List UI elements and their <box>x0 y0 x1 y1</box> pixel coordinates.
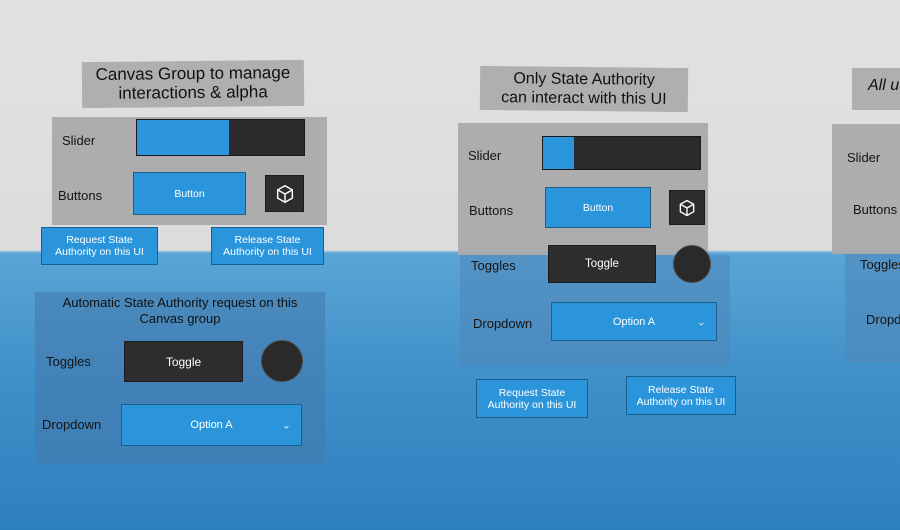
left-cube-button[interactable] <box>265 175 304 212</box>
left-toggle-label: Toggle <box>165 354 202 369</box>
middle-title-line2: can interact with this UI <box>501 89 667 108</box>
right-title: All u <box>852 68 900 110</box>
left-request-authority-button[interactable]: Request State Authority on this UI <box>41 227 158 265</box>
left-dropdown-value: Option A <box>190 419 233 431</box>
right-title-partial: All u <box>868 77 900 94</box>
left-release-authority-button[interactable]: Release State Authority on this UI <box>211 227 324 265</box>
middle-release-authority-button[interactable]: Release State Authority on this UI <box>626 376 736 415</box>
left-auto-title: Automatic State Authority request on thi… <box>40 295 320 327</box>
left-dropdown[interactable]: Option A ⌄ <box>121 404 302 446</box>
middle-toggle-label: Toggle <box>585 258 619 270</box>
middle-toggles-label: Toggles <box>471 258 516 273</box>
left-button[interactable]: Button <box>133 172 246 215</box>
middle-release-line1: Release State <box>648 383 714 396</box>
left-title-line2: interactions & alpha <box>118 82 268 103</box>
left-dropdown-label: Dropdown <box>42 417 102 432</box>
right-toggles-label: Toggles <box>860 257 900 272</box>
left-title: Canvas Group to manage interactions & al… <box>81 59 305 109</box>
cube-icon <box>679 199 695 216</box>
left-buttons-label: Buttons <box>58 188 103 203</box>
cube-icon <box>276 184 293 203</box>
middle-cube-button[interactable] <box>669 190 705 225</box>
middle-button[interactable]: Button <box>545 187 651 228</box>
right-lower-panel <box>845 254 900 362</box>
middle-slider[interactable] <box>542 136 701 170</box>
middle-toggle[interactable]: Toggle <box>548 245 656 283</box>
right-dropdown-label: Dropd <box>866 312 900 327</box>
right-slider-label: Slider <box>847 150 881 165</box>
middle-title-line1: Only State Authority <box>513 70 655 89</box>
middle-button-label: Button <box>582 201 614 214</box>
right-buttons-label: Buttons <box>853 202 898 217</box>
left-slider[interactable] <box>136 119 305 156</box>
left-slider-label: Slider <box>62 133 96 148</box>
middle-request-line2: Authority on this UI <box>487 398 577 411</box>
left-release-line2: Authority on this UI <box>223 246 312 258</box>
left-auto-title-line1: Automatic State Authority request on thi… <box>62 295 298 310</box>
right-main-panel <box>832 124 900 254</box>
middle-slider-label: Slider <box>468 148 502 163</box>
left-toggle-knob[interactable] <box>261 340 303 382</box>
middle-toggle-knob[interactable] <box>673 245 711 283</box>
left-title-line1: Canvas Group to manage <box>95 62 291 85</box>
middle-request-line1: Request State <box>498 386 566 399</box>
left-request-line2: Authority on this UI <box>55 246 144 258</box>
left-button-label: Button <box>174 187 205 200</box>
left-auto-title-line2: Canvas group <box>139 311 221 326</box>
middle-dropdown[interactable]: Option A ⌄ <box>551 302 717 341</box>
middle-release-line2: Authority on this UI <box>636 395 726 408</box>
left-request-line1: Request State <box>66 234 133 246</box>
left-release-line1: Release State <box>234 234 301 246</box>
middle-request-authority-button[interactable]: Request State Authority on this UI <box>476 379 588 418</box>
chevron-down-icon: ⌄ <box>281 419 291 432</box>
chevron-down-icon: ⌄ <box>696 316 706 328</box>
middle-buttons-label: Buttons <box>469 203 514 218</box>
left-toggles-label: Toggles <box>46 354 91 369</box>
middle-dropdown-value: Option A <box>612 315 656 328</box>
middle-slider-fill <box>543 137 575 169</box>
middle-title: Only State Authority can interact with t… <box>479 65 689 113</box>
left-toggle[interactable]: Toggle <box>124 341 243 382</box>
left-slider-fill <box>137 120 229 155</box>
middle-dropdown-label: Dropdown <box>473 316 533 331</box>
